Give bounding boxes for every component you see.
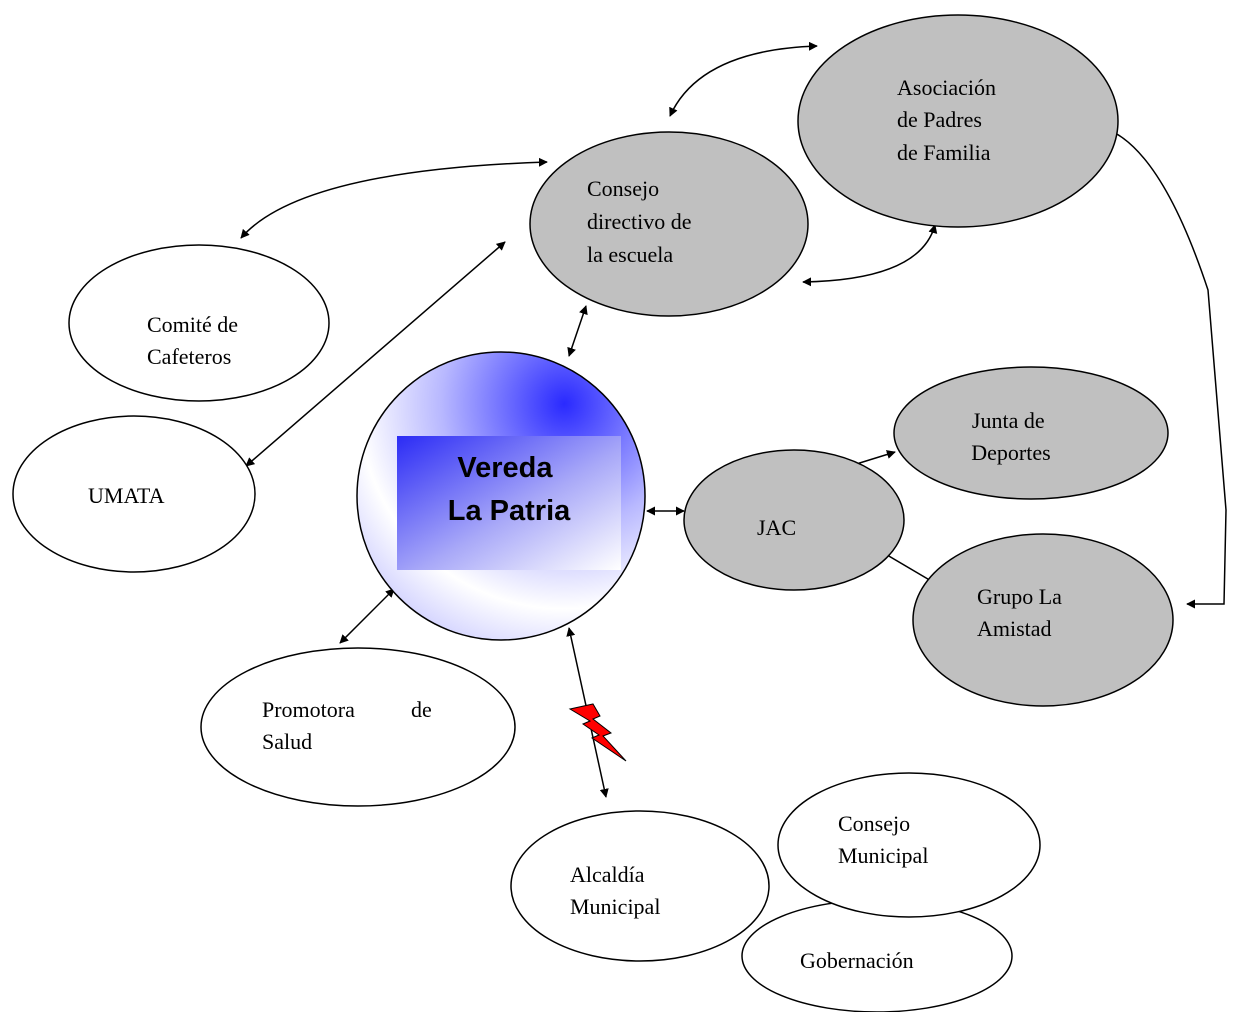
node-consejo-municipal-label: Consejo Municipal xyxy=(838,811,928,868)
node-consejo-directivo-label: Consejo directivo de la escuela xyxy=(587,176,697,267)
node-comite-label: Comité de Cafeteros xyxy=(147,312,244,369)
node-comite-cafeteros: Comité de Cafeteros xyxy=(68,244,330,402)
connector-comite-consejo xyxy=(240,157,548,239)
node-grupo-label: Grupo La Amistad xyxy=(977,584,1067,641)
connector-consejo-asociacion-bottom xyxy=(802,224,938,287)
node-jac-label: JAC xyxy=(757,515,796,540)
node-asociacion-label: Asociación de Padres de Familia xyxy=(897,75,1001,165)
node-gobernacion: Gobernación xyxy=(741,899,1013,1012)
node-alcaldia-municipal: Alcaldía Municipal xyxy=(510,810,770,962)
node-junta-label: Junta de Deportes xyxy=(971,408,1050,465)
connector-asociacion-grupo xyxy=(1089,121,1227,609)
node-gobernacion-label: Gobernación xyxy=(800,948,914,973)
node-promotora-label: Promotora de Salud xyxy=(262,697,437,754)
node-alcaldia-label: Alcaldía Municipal xyxy=(570,862,660,919)
node-consejo-directivo: Consejo directivo de la escuela xyxy=(529,131,809,317)
node-asociacion-padres: Asociación de Padres de Familia xyxy=(797,14,1119,228)
node-umata-label: UMATA xyxy=(88,483,165,508)
connector-consejo-asociacion-top xyxy=(669,41,818,117)
center-title-box xyxy=(397,436,621,570)
connector-vereda-consejo xyxy=(567,305,588,357)
lightning-icon xyxy=(568,703,627,762)
node-consejo-municipal: Consejo Municipal xyxy=(777,772,1041,918)
node-grupo-la-amistad: Grupo La Amistad xyxy=(912,533,1174,707)
node-promotora-salud: Promotora de Salud xyxy=(200,647,516,807)
node-vereda-label: Vereda La Patria xyxy=(448,452,571,527)
node-vereda-la-patria: Vereda La Patria xyxy=(356,351,646,641)
connector-vereda-promotora xyxy=(339,588,395,644)
node-jac: JAC xyxy=(683,449,905,591)
node-junta-deportes: Junta de Deportes xyxy=(893,366,1169,500)
node-umata: UMATA xyxy=(12,415,256,573)
connector-umata-consejo xyxy=(245,241,506,467)
